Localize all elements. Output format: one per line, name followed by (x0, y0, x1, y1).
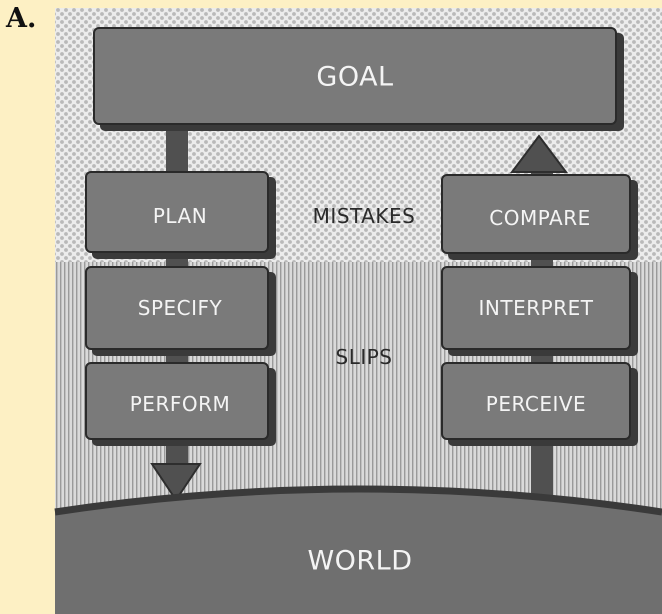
specify-label: SPECIFY (138, 296, 223, 320)
world-label: WORLD (307, 546, 412, 577)
execution-arrow-head (150, 463, 202, 502)
compare-label: COMPARE (489, 206, 590, 230)
evaluation-arrow-head (510, 134, 568, 173)
slips-label: SLIPS (336, 345, 393, 369)
goal-box: GOAL (93, 27, 624, 131)
compare-box: COMPARE (441, 174, 638, 260)
interpret-label: INTERPRET (479, 296, 594, 320)
panel-label: A. (6, 3, 37, 34)
goal-label: GOAL (316, 62, 393, 93)
perceive-label: PERCEIVE (486, 392, 586, 416)
mistakes-label: MISTAKES (313, 204, 416, 228)
perform-label: PERFORM (130, 392, 231, 416)
interpret-box: INTERPRET (441, 266, 638, 356)
perceive-box: PERCEIVE (441, 362, 638, 446)
plan-box: PLAN (85, 171, 276, 259)
plan-label: PLAN (153, 204, 207, 228)
world-region: WORLD (54, 485, 662, 614)
specify-box: SPECIFY (85, 266, 276, 356)
perform-box: PERFORM (85, 362, 276, 446)
